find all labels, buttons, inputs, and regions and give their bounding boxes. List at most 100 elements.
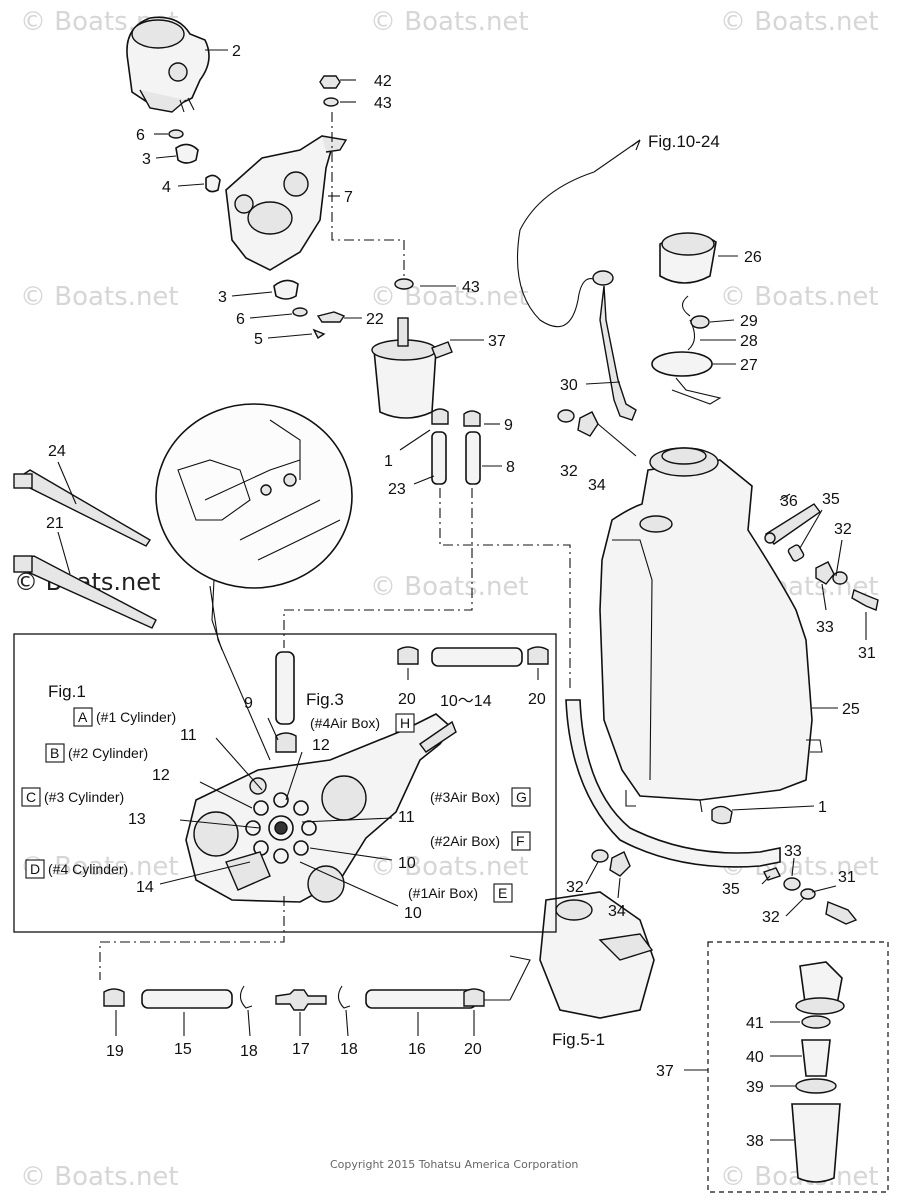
callout-17: 17 (292, 1041, 310, 1058)
grommet (577, 411, 599, 437)
callout-21: 21 (46, 515, 64, 532)
callout-14: 14 (136, 879, 154, 896)
nut (319, 75, 341, 89)
washer (323, 97, 339, 107)
hose-clamp (431, 408, 449, 425)
callout-1: 1 (818, 799, 827, 816)
callout-9: 9 (504, 417, 513, 434)
tag-text: (#2Air Box) (430, 833, 500, 849)
leader-dashed (439, 488, 571, 690)
tether (681, 295, 696, 351)
callout-19: 19 (106, 1043, 124, 1060)
callout-11: 11 (398, 809, 415, 826)
nozzle-ring (245, 792, 317, 864)
fig-ref-1: Fig.1 (48, 682, 86, 701)
callout-38: 38 (746, 1133, 764, 1150)
o-ring (801, 1015, 831, 1029)
callout-41: 41 (746, 1015, 764, 1032)
hose (465, 431, 481, 485)
cylinder-tags: A (#1 Cylinder) B (#2 Cylinder) C (#3 Cy… (21, 707, 176, 879)
callout-43: 43 (462, 279, 480, 296)
callout-23: 23 (388, 481, 406, 498)
callout-12: 12 (152, 767, 170, 784)
callout-43: 43 (374, 95, 392, 112)
tag-text: (#3 Cylinder) (44, 789, 124, 805)
watermark: © Boats.net (20, 282, 179, 312)
tag-text: (#4Air Box) (310, 715, 380, 731)
washer (557, 409, 575, 423)
fitting-block (225, 851, 271, 891)
watermark: © Boats.net (370, 852, 529, 882)
washer (168, 129, 184, 139)
detail-bubble (155, 403, 353, 651)
tag-letter: B (50, 745, 59, 761)
callout-30: 30 (560, 377, 578, 394)
fig-ref-5-1: Fig.5-1 (552, 1030, 605, 1049)
watermarks: © Boats.net © Boats.net © Boats.net © Bo… (14, 7, 879, 1192)
callout-32: 32 (560, 463, 578, 480)
callout-16: 16 (408, 1041, 426, 1058)
filter-element (801, 1039, 831, 1077)
grommet (175, 143, 199, 164)
retainer-spring (671, 377, 722, 405)
hose-clamp (463, 988, 485, 1007)
bolt (825, 901, 858, 925)
fuel-hose (565, 699, 781, 868)
tag-text: (#1 Cylinder) (96, 709, 176, 725)
cap-gasket (651, 351, 713, 377)
callout-6: 6 (136, 127, 145, 144)
leader-dashed (99, 896, 285, 980)
leader-dashed (283, 488, 473, 648)
washer (292, 307, 308, 317)
tag-text: (#1Air Box) (408, 885, 478, 901)
callouts: 2 42 43 6 3 4 7 3 6 22 43 5 37 26 29 28 … (46, 43, 876, 1150)
filter-cup (791, 1103, 841, 1183)
hose (431, 431, 447, 485)
callout-24: 24 (48, 443, 66, 460)
fuel-tank (599, 447, 823, 813)
filter-breakdown-box (707, 941, 889, 1193)
arrow-icon (631, 139, 641, 151)
hose-clamp (103, 988, 125, 1007)
bubble-leader (209, 585, 271, 761)
tag-letter: H (400, 715, 410, 731)
callout-15: 15 (174, 1041, 192, 1058)
callout-10: 10 (398, 855, 416, 872)
callout-25: 25 (842, 701, 860, 718)
leader-lines (57, 49, 867, 1141)
washer (800, 888, 816, 900)
hose (431, 647, 523, 667)
bracket-hole (764, 532, 776, 544)
screw (316, 311, 346, 323)
hose-clamp (527, 646, 549, 665)
callout-32: 32 (762, 909, 780, 926)
callout-34: 34 (588, 477, 606, 494)
pump-bracket (225, 135, 348, 271)
fuel-cap (659, 232, 717, 284)
grommet (273, 279, 299, 300)
air-box-tags: (#4Air Box) H (#3Air Box) G (#2Air Box) … (310, 713, 531, 903)
screw (312, 328, 326, 340)
collar (787, 544, 805, 562)
callout-37: 37 (488, 333, 506, 350)
bolt (851, 589, 879, 611)
callout-1: 1 (384, 453, 393, 470)
callout-10: 10 (404, 905, 422, 922)
tag-letter: D (30, 861, 40, 877)
fuel-filter (371, 317, 453, 419)
tag-text: (#4 Cylinder) (48, 861, 128, 877)
callout-5: 5 (254, 331, 263, 348)
callout-18: 18 (240, 1043, 258, 1060)
hose (275, 651, 295, 725)
cable-ties (13, 469, 157, 629)
callout-9: 9 (244, 695, 253, 712)
tag-letter: F (516, 833, 525, 849)
callout-3: 3 (218, 289, 227, 306)
callout-13: 13 (128, 811, 146, 828)
fig-ref-10-24: Fig.10-24 (648, 132, 720, 151)
washer (832, 571, 848, 585)
engine-pump-ref (509, 891, 655, 1019)
watermark: © Boats.net (370, 572, 529, 602)
fig-ref-3: Fig.3 (306, 690, 344, 709)
